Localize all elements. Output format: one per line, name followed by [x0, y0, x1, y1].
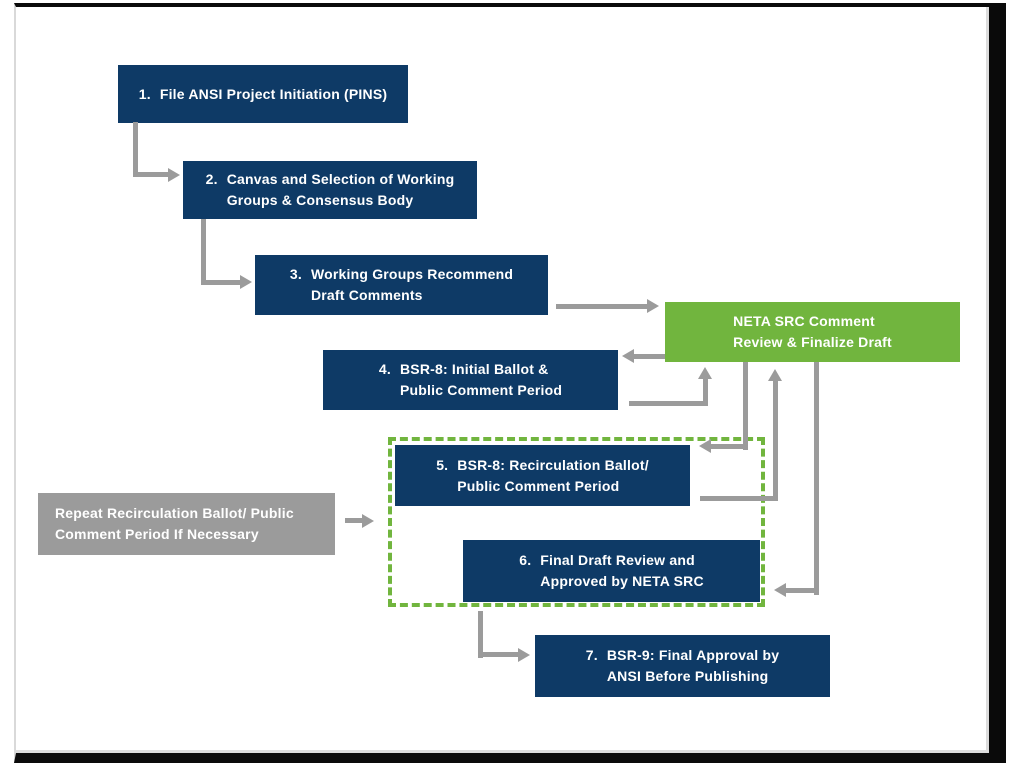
repeat-recirculation-label: Repeat Recirculation Ballot/ Public Comm…: [55, 505, 294, 542]
arrow-line: [814, 362, 819, 595]
step-6-label: Final Draft Review and Approved by NETA …: [540, 552, 704, 589]
arrow-line: [633, 354, 665, 359]
step-6-box: 6. Final Draft Review and Approved by NE…: [463, 540, 760, 602]
arrowhead-right-icon: [518, 648, 530, 662]
neta-src-review-label: NETA SRC Comment Review & Finalize Draft: [733, 313, 892, 350]
step-5-label: BSR-8: Recirculation Ballot/ Public Comm…: [457, 456, 649, 494]
recirculation-loop-border: [388, 437, 765, 607]
arrow-line: [703, 378, 708, 406]
arrow-line: [773, 380, 778, 501]
arrow-line: [201, 219, 206, 285]
arrowhead-left-icon: [699, 439, 711, 453]
arrowhead-left-icon: [774, 583, 786, 597]
arrow-line: [556, 304, 648, 309]
arrowhead-right-icon: [362, 514, 374, 528]
arrow-line: [478, 611, 483, 658]
step-4-number: 4.: [378, 361, 391, 377]
step-2-number: 2.: [205, 171, 218, 187]
step-3-label: Working Groups Recommend Draft Comments: [310, 266, 514, 303]
step-1-label: File ANSI Project Initiation (PINS): [159, 85, 388, 102]
arrow-line: [710, 444, 748, 449]
step-4-label: BSR-8: Initial Ballot & Public Comment P…: [399, 361, 563, 398]
step-3-number: 3.: [289, 266, 302, 282]
step-2-box: 2. Canvas and Selection of Working Group…: [183, 161, 477, 219]
step-7-label: BSR-9: Final Approval by ANSI Before Pub…: [606, 647, 780, 684]
step-1-number: 1.: [138, 85, 151, 102]
arrow-line: [133, 172, 171, 177]
step-2-label: Canvas and Selection of Working Groups &…: [226, 171, 455, 208]
arrow-line: [629, 401, 707, 406]
arrowhead-up-icon: [768, 369, 782, 381]
arrow-line: [478, 652, 520, 657]
step-6-number: 6.: [519, 552, 532, 568]
neta-src-review-box: NETA SRC Comment Review & Finalize Draft: [665, 302, 960, 362]
arrowhead-right-icon: [240, 275, 252, 289]
step-4-box: 4. BSR-8: Initial Ballot & Public Commen…: [323, 350, 618, 410]
arrowhead-up-icon: [698, 367, 712, 379]
arrow-line: [345, 518, 364, 523]
arrow-line: [785, 588, 819, 593]
step-7-number: 7.: [585, 647, 598, 663]
step-7-box: 7. BSR-9: Final Approval by ANSI Before …: [535, 635, 830, 697]
repeat-recirculation-box: Repeat Recirculation Ballot/ Public Comm…: [38, 493, 335, 555]
arrowhead-left-icon: [622, 349, 634, 363]
arrow-line: [743, 362, 748, 450]
arrowhead-right-icon: [647, 299, 659, 313]
step-3-box: 3. Working Groups Recommend Draft Commen…: [255, 255, 548, 315]
arrowhead-right-icon: [168, 168, 180, 182]
arrow-line: [133, 122, 138, 177]
step-5-box: 5. BSR-8: Recirculation Ballot/ Public C…: [395, 445, 690, 506]
arrow-line: [201, 280, 243, 285]
step-5-number: 5.: [436, 456, 449, 473]
step-1-box: 1. File ANSI Project Initiation (PINS): [118, 65, 408, 123]
arrow-line: [700, 496, 778, 501]
